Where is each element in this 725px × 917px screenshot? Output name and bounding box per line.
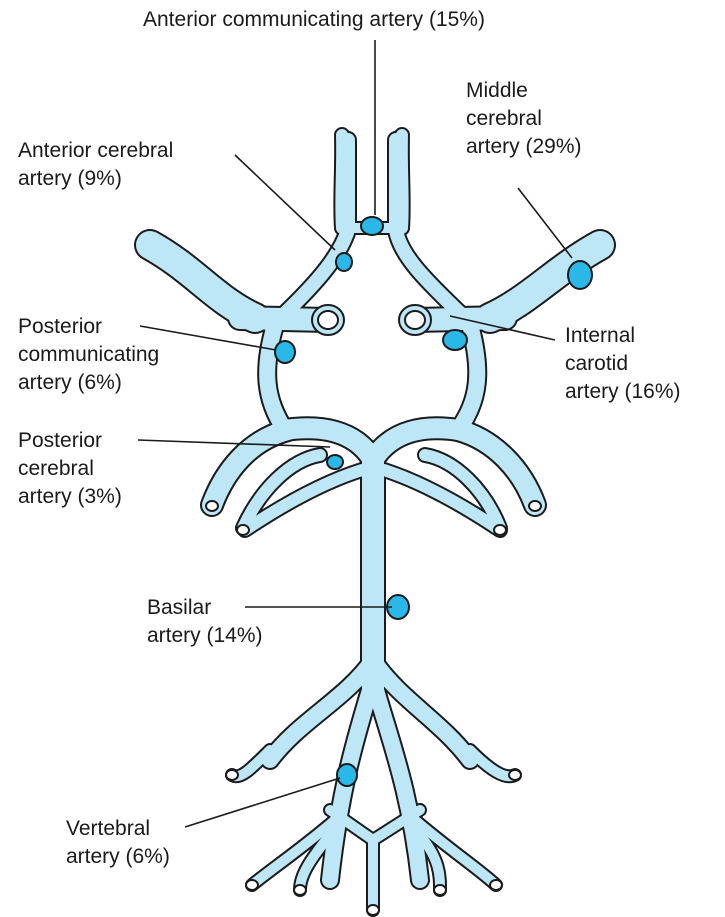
vertebral-branch-left-end	[246, 880, 258, 890]
leader-anterior-cerebral	[235, 155, 335, 250]
label-line: Anterior cerebral	[18, 137, 173, 165]
posterior-cerebral-left-inner-end	[237, 525, 249, 535]
posterior-cerebral-artery-left	[212, 430, 288, 505]
anterior-cerebral-right-distal	[402, 135, 403, 228]
aneurysm-anterior-cerebral	[336, 253, 352, 271]
leader-posterior-cerebral	[138, 440, 330, 447]
leader-vertebral	[185, 778, 340, 827]
anterior-spinal-end	[367, 905, 379, 915]
label-line: cerebral	[466, 105, 582, 133]
label-basilar-artery: Basilar artery (14%)	[147, 594, 263, 650]
label-middle-cerebral-artery: Middle cerebral artery (29%)	[466, 77, 582, 161]
vessel-lumen	[318, 311, 338, 329]
label-line: communicating	[18, 341, 159, 369]
aneurysm-posterior-cerebral	[327, 455, 343, 469]
label-line: artery (6%)	[18, 369, 159, 397]
branch-left-end	[226, 770, 238, 780]
label-line: cerebral	[18, 455, 122, 483]
label-line: artery (29%)	[466, 133, 582, 161]
label-posterior-cerebral-artery: Posterior cerebral artery (3%)	[18, 427, 122, 511]
label-line: Posterior	[18, 427, 122, 455]
posterior-cerebral-right-inner-end	[494, 525, 506, 535]
aneurysm-internal-carotid	[443, 330, 467, 350]
label-line: carotid	[565, 350, 681, 378]
vertebral-branch-right-end	[490, 880, 502, 890]
branch-right-end	[509, 770, 521, 780]
aneurysm-middle-cerebral	[568, 261, 592, 289]
label-line: Basilar	[147, 594, 263, 622]
label-line: Anterior communicating artery (15%)	[143, 6, 485, 34]
label-vertebral-artery: Vertebral artery (6%)	[66, 815, 170, 871]
label-line: artery (9%)	[18, 165, 173, 193]
label-posterior-communicating-artery: Posterior communicating artery (6%)	[18, 313, 159, 397]
vessel-network	[150, 135, 600, 915]
middle-cerebral-artery-left	[150, 245, 255, 318]
vertebral-branch-right-2-end	[434, 885, 446, 895]
posterior-cerebral-artery-right	[458, 430, 535, 505]
label-line: Vertebral	[66, 815, 170, 843]
leader-middle-cerebral	[518, 188, 572, 258]
posterior-cerebral-left-end	[206, 501, 218, 511]
label-line: Internal	[565, 322, 681, 350]
label-line: Middle	[466, 77, 582, 105]
label-anterior-cerebral-artery: Anterior cerebral artery (9%)	[18, 137, 173, 193]
label-internal-carotid-artery: Internal carotid artery (16%)	[565, 322, 681, 406]
vessel-lumen	[405, 311, 425, 329]
posterior-cerebral-right-end	[529, 501, 541, 511]
vertebral-branch-left-2-end	[294, 885, 306, 895]
label-line: artery (3%)	[18, 483, 122, 511]
aneurysm-posterior-communicating	[275, 341, 295, 363]
label-line: artery (14%)	[147, 622, 263, 650]
aneurysm-vertebral	[337, 764, 357, 786]
label-line: artery (16%)	[565, 378, 681, 406]
label-line: artery (6%)	[66, 843, 170, 871]
anterior-cerebral-left-distal	[341, 135, 342, 228]
label-line: Posterior	[18, 313, 159, 341]
label-anterior-communicating-artery: Anterior communicating artery (15%)	[143, 6, 485, 34]
aneurysm-anterior-communicating	[361, 217, 383, 235]
